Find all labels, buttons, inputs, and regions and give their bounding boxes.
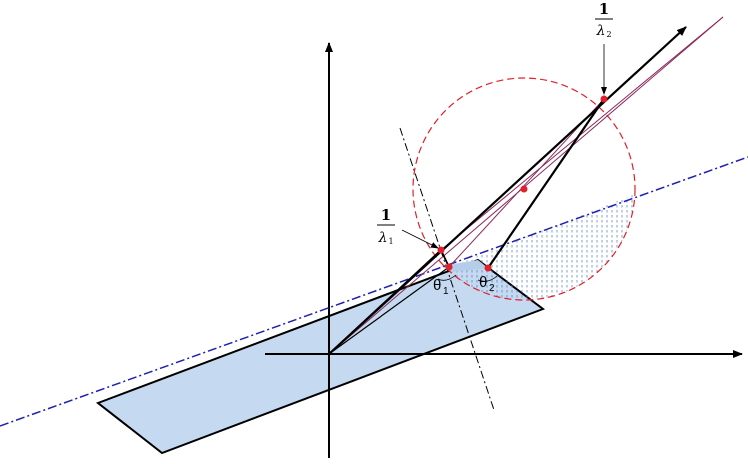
label-theta-2: θ 2	[479, 274, 495, 294]
ewald-sphere-circle	[412, 77, 636, 301]
svg-text:θ: θ	[479, 274, 487, 291]
beam-to-point-1	[328, 249, 442, 355]
point-theta1	[445, 263, 453, 271]
point-lambda1	[437, 246, 445, 254]
svg-text:2: 2	[489, 283, 495, 294]
svg-text:1: 1	[443, 286, 449, 297]
label-inverse-lambda-1: 1 λ 1	[377, 206, 395, 246]
purple-line-b	[440, 16, 724, 251]
point-lambda2	[600, 95, 608, 103]
blue-dashdot-line	[0, 156, 748, 427]
point-theta2	[484, 264, 492, 272]
purple-line-a	[328, 16, 724, 355]
svg-text:1: 1	[388, 237, 393, 246]
label-inverse-lambda-2: 1 λ 2	[595, 0, 613, 39]
svg-text:2: 2	[606, 30, 611, 39]
svg-text:1: 1	[599, 0, 609, 18]
inner-plane-region	[441, 260, 488, 272]
label-theta-1: θ 1	[433, 277, 449, 297]
theta1-arc	[437, 274, 457, 281]
sphere-center	[520, 185, 528, 193]
svg-text:θ: θ	[433, 277, 441, 294]
beam-to-theta1	[328, 266, 450, 355]
lower-plane	[95, 258, 546, 455]
svg-text:λ: λ	[378, 230, 388, 246]
svg-text:1: 1	[381, 206, 391, 224]
leader-lambda1	[401, 229, 439, 249]
svg-text:λ: λ	[596, 23, 606, 39]
diffracted-beam-2	[487, 98, 605, 269]
theta2-arc	[477, 275, 498, 282]
